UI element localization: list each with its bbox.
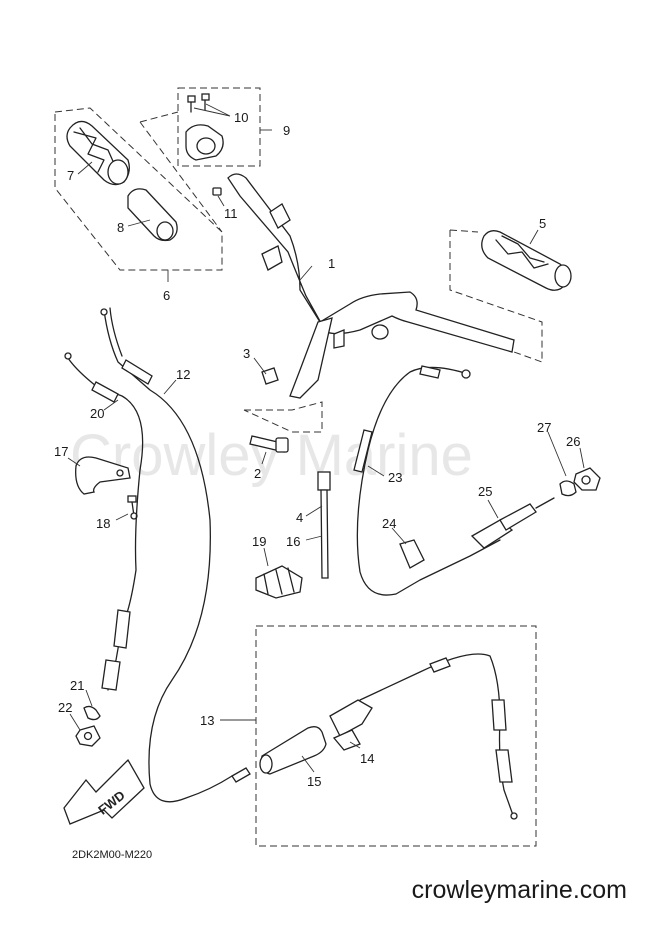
callout-17: 17 (54, 444, 68, 459)
fwd-arrow-icon: FWD (63, 758, 145, 825)
cover-15-part[interactable] (259, 726, 327, 775)
callout-26: 26 (566, 434, 580, 449)
bracket-24-part[interactable] (399, 539, 425, 569)
callout-7: 7 (67, 168, 74, 183)
holder-19-part[interactable] (255, 565, 303, 599)
callout-5: 5 (539, 216, 546, 231)
callout-9: 9 (283, 123, 290, 138)
group-6-outline (54, 107, 223, 271)
callout-4: 4 (296, 510, 303, 525)
callout-23: 23 (388, 470, 402, 485)
callout-13: 13 (200, 713, 214, 728)
callout-20: 20 (90, 406, 104, 421)
callout-14: 14 (360, 751, 374, 766)
group-9-outline (177, 87, 261, 167)
cable-12-part[interactable] (100, 307, 251, 803)
throttle-cable-13-part[interactable] (359, 653, 518, 820)
collar-27-part[interactable] (559, 480, 577, 497)
screw-18-part[interactable] (127, 495, 138, 520)
callout-21: 21 (70, 678, 84, 693)
cable-20-part[interactable] (64, 352, 144, 691)
website-caption: crowleymarine.com (411, 876, 627, 904)
callout-1: 1 (328, 256, 335, 271)
diagram-code: 2DK2M00-M220 (72, 849, 152, 861)
junction-14-part[interactable] (329, 699, 373, 751)
watermark: Crowley Marine (70, 423, 473, 488)
adjuster-25-part[interactable] (470, 497, 555, 549)
callout-16: 16 (286, 534, 300, 549)
callout-19: 19 (252, 534, 266, 549)
callout-27: 27 (537, 420, 551, 435)
callout-10: 10 (234, 110, 248, 125)
left-grip-part[interactable] (66, 120, 130, 186)
right-grip-part[interactable] (481, 230, 572, 291)
nut-26-part[interactable] (573, 467, 601, 491)
bolt-2-part[interactable] (249, 435, 289, 453)
callout-22: 22 (58, 700, 72, 715)
callout-18: 18 (96, 516, 110, 531)
clip-11-part[interactable] (212, 187, 222, 196)
callout-24: 24 (382, 516, 396, 531)
callout-3: 3 (243, 346, 250, 361)
callout-12: 12 (176, 367, 190, 382)
switch-screws-part[interactable] (187, 93, 210, 113)
callout-25: 25 (478, 484, 492, 499)
group-5-outline (449, 229, 543, 363)
callout-15: 15 (307, 774, 321, 789)
callout-8: 8 (117, 220, 124, 235)
throttle-tube-part[interactable] (127, 188, 178, 242)
callout-6: 6 (163, 288, 170, 303)
group-13-outline (255, 625, 537, 847)
callout-2: 2 (254, 466, 261, 481)
handlebar-switch-part[interactable] (185, 124, 224, 161)
callout-11: 11 (224, 206, 238, 221)
nut-22-part[interactable] (75, 725, 101, 747)
bracket-17-part[interactable] (75, 456, 131, 495)
handlebar-part[interactable] (227, 173, 515, 399)
cable-23-part[interactable] (353, 365, 501, 596)
cable-tie-part[interactable] (317, 471, 331, 579)
clamp-3-part[interactable] (261, 367, 279, 385)
elbow-21-part[interactable] (83, 705, 101, 721)
